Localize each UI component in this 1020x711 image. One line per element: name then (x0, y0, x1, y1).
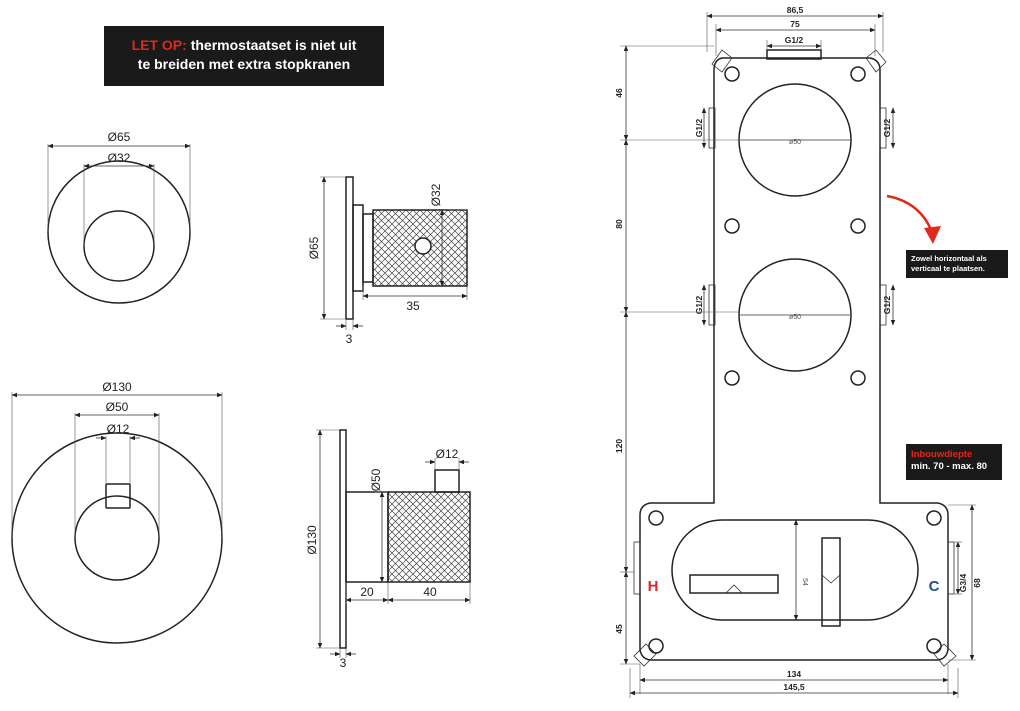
box-bottom-outer: 145,5 (783, 682, 805, 692)
installation-box: G1/2 86,5 75 ø50 ø50 (614, 5, 982, 698)
warning-highlight: LET OP: (131, 37, 187, 53)
box-inner-height: 54 (801, 578, 808, 586)
box-left-thread-lower: G1/2 (694, 296, 704, 315)
cold-label: C (929, 578, 940, 595)
large-side-depth-2: 40 (423, 585, 437, 599)
large-side-view: Ø130 Ø50 Ø12 20 40 3 (305, 429, 471, 670)
box-right-thread-lower: G1/2 (882, 296, 892, 315)
orientation-arrow (886, 194, 934, 233)
large-outer-diameter: Ø130 (102, 380, 132, 394)
small-side-length: 35 (406, 299, 420, 313)
small-side-view: Ø65 Ø32 35 3 (307, 176, 468, 346)
box-top-thread: G1/2 (785, 35, 804, 45)
depth-note: Inbouwdiepte min. 70 - max. 80 (906, 444, 1002, 480)
box-width-inner: 75 (790, 19, 800, 29)
small-side-height: Ø65 (307, 236, 321, 259)
orientation-arrow-head (924, 226, 941, 244)
large-side-plate-thickness: 3 (340, 656, 347, 670)
box-left-thread-upper: G1/2 (694, 119, 704, 138)
box-v-dim-mid: 80 (614, 219, 624, 229)
orientation-note: Zowel horizontaal als verticaal te plaat… (906, 250, 1008, 278)
box-v-dim-lower: 120 (614, 439, 624, 453)
small-outer-diameter: Ø65 (108, 130, 131, 144)
small-rosette-front-view: Ø65 Ø32 (47, 130, 191, 304)
large-mid-diameter: Ø50 (106, 400, 129, 414)
warning-text-2: te breiden met extra stopkranen (137, 56, 351, 72)
large-side-knob-diameter: Ø50 (369, 468, 383, 491)
box-upper-circle-diameter: ø50 (789, 139, 801, 146)
depth-note-value: min. 70 - max. 80 (911, 461, 988, 472)
depth-note-title: Inbouwdiepte (911, 449, 973, 460)
small-side-knob-diameter: Ø32 (429, 183, 443, 206)
box-v-dim-top: 46 (614, 88, 624, 98)
hot-label: H (648, 578, 659, 595)
box-right-thread-upper: G1/2 (882, 119, 892, 138)
box-lower-circle-diameter: ø50 (789, 314, 801, 321)
large-rosette-front-view: Ø130 Ø50 Ø12 (11, 380, 223, 644)
warning-banner: LET OP: thermostaatset is niet uit te br… (104, 26, 384, 86)
large-spindle-diameter: Ø12 (107, 422, 130, 436)
box-right-thread: G3/4 (958, 574, 968, 593)
box-bottom-inner: 134 (787, 669, 801, 679)
large-side-depth-1: 20 (360, 585, 374, 599)
box-right-height: 68 (972, 578, 982, 588)
small-inner-diameter: Ø32 (108, 151, 131, 165)
box-width-outer: 86,5 (787, 5, 804, 15)
warning-line-1: LET OP: thermostaatset is niet uit (104, 36, 384, 55)
box-v-dim-bottom: 45 (614, 624, 624, 634)
large-side-height: Ø130 (305, 525, 319, 555)
large-side-spindle: Ø12 (436, 447, 459, 461)
warning-text-1: thermostaatset is niet uit (190, 37, 357, 53)
small-side-plate-thickness: 3 (346, 332, 353, 346)
